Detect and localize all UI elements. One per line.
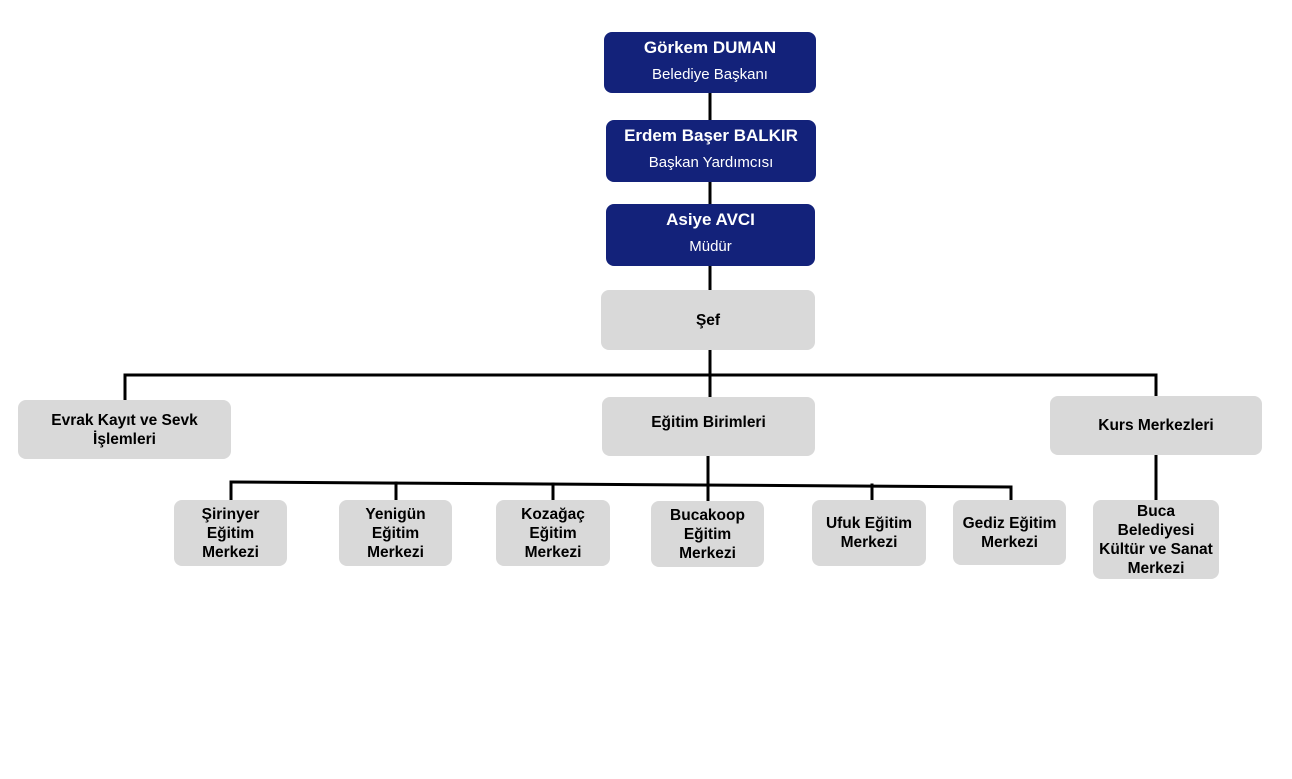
center-label-line: Merkezi [524,543,582,561]
education-center-sirinyer: Şirinyer Eğitim Merkezi [174,500,287,566]
connector-centers-horizontal [229,480,1013,489]
center-label-line: Merkezi [202,543,259,561]
education-center-kozagac: Kozağaç Eğitim Merkezi [496,500,610,566]
deputy-mayor-title: Başkan Yardımcısı [648,154,774,171]
center-label-line: Buca [1137,502,1175,520]
center-label-line: Bucakoop [670,506,745,524]
chief-label: Şef [695,311,721,329]
center-label-line: Eğitim [683,525,732,543]
education-center-bucakoop: Bucakoop Eğitim Merkezi [651,501,764,567]
director-box: Asiye AVCI Müdür [606,204,815,266]
registry-label-line1: Evrak Kayıt ve Sevk [51,411,198,429]
mayor-name: Görkem DUMAN [643,37,777,57]
center-label-line: Kozağaç [521,505,585,523]
education-center-yenigun: Yenigün Eğitim Merkezi [339,500,452,566]
mayor-title: Belediye Başkanı [652,65,768,83]
director-title: Müdür [689,238,732,255]
center-label-line: Merkezi [981,533,1038,551]
chief-box: Şef [601,290,815,350]
education-center-gediz: Gediz Eğitim Merkezi [953,500,1066,565]
course-center-buca: Buca Belediyesi Kültür ve Sanat Merkezi [1093,500,1219,579]
center-label-line: Belediyesi [1117,521,1195,539]
center-label-line: Şirinyer [201,505,260,523]
center-label-line: Merkezi [679,544,736,562]
course-centers-label: Kurs Merkezleri [1098,417,1214,434]
center-label-line: Eğitim [529,524,577,542]
center-label-line: Eğitim [371,524,420,542]
center-label-line: Merkezi [1127,559,1185,577]
center-label-line: Merkezi [367,543,424,561]
deputy-mayor-box: Erdem Başer BALKIR Başkan Yardımcısı [606,120,816,182]
center-label-line: Yenigün [365,505,426,523]
course-centers-box: Kurs Merkezleri [1050,396,1262,455]
director-name: Asiye AVCI [666,210,755,229]
registry-unit-box: Evrak Kayıt ve Sevk İşlemleri [18,400,231,459]
center-label-line: Merkezi [840,534,898,551]
education-units-label: Eğitim Birimleri [651,414,766,431]
deputy-mayor-name: Erdem Başer BALKIR [624,126,798,145]
center-label-line: Ufuk Eğitim [825,515,913,532]
education-units-box: Eğitim Birimleri [602,397,815,456]
center-label-line: Kültür ve Sanat [1099,540,1213,558]
mayor-box: Görkem DUMAN Belediye Başkanı [604,32,816,93]
education-center-ufuk: Ufuk Eğitim Merkezi [812,500,926,566]
registry-label-line2: İşlemleri [93,430,156,448]
center-label-line: Eğitim [206,524,255,542]
center-label-line: Gediz Eğitim [962,514,1057,532]
